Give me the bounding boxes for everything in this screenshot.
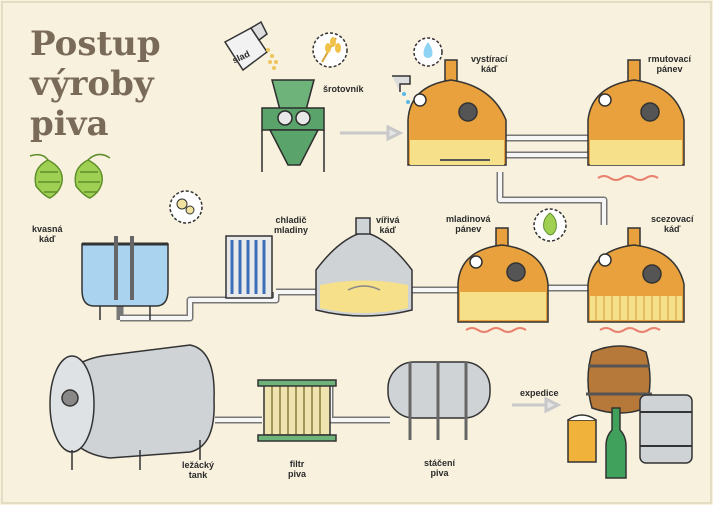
label-cooler-line2: mladiny: [274, 225, 309, 235]
label-cooler: chladič mladiny: [274, 215, 308, 235]
label-mill: šrotovník: [323, 84, 364, 94]
label-mash-tun-line2: káď: [481, 64, 498, 74]
label-lauter-tun-line1: scezovací: [651, 214, 694, 224]
wheat-icon: [312, 32, 348, 68]
label-filter: filtr piva: [288, 459, 306, 479]
label-mash-tun-line1: vystírací: [471, 54, 508, 64]
label-wort-pan: mladinová pánev: [446, 214, 491, 234]
whirlpool-tank: [315, 217, 413, 317]
flow-arrow: [340, 124, 562, 414]
label-whirlpool-line2: káď: [379, 225, 396, 235]
water-tap-icon: [392, 37, 443, 104]
beer-filter: [257, 379, 337, 442]
hops-icon: [29, 153, 111, 199]
malt-mill: [261, 79, 325, 172]
lager-tank: [49, 344, 215, 470]
label-bottling: stáčení piva: [424, 458, 455, 478]
label-expedition: expedice: [520, 388, 559, 398]
label-filter-line2: piva: [288, 469, 307, 479]
title-line-2: výroby: [30, 64, 154, 104]
label-cooler-line1: chladič: [275, 215, 307, 225]
mash-tun: [407, 59, 507, 166]
page-title: Postup výroby piva: [30, 24, 170, 144]
label-bottling-line2: piva: [430, 468, 449, 478]
beer-glass: [567, 414, 597, 463]
heat-wave: [599, 327, 661, 333]
yeast-icon: [169, 190, 203, 224]
label-lauter-tun-line2: káď: [664, 224, 681, 234]
label-filter-line1: filtr: [289, 459, 305, 469]
label-whirlpool-line1: vířivá: [376, 215, 400, 225]
fermentation-vessel: [81, 236, 169, 320]
heat-wave: [597, 175, 659, 181]
label-bottling-line1: stáčení: [424, 458, 456, 468]
wort-pan: [457, 227, 549, 323]
label-fermenter-line2: káď: [39, 234, 56, 244]
beer-bottle: [605, 407, 627, 479]
label-fermenter: kvasná káď: [32, 224, 63, 244]
label-whirlpool: vířivá káď: [376, 215, 400, 235]
label-mash-pan: rmutovací pánev: [648, 54, 691, 74]
mash-pan: [587, 59, 685, 166]
wort-cooler: [225, 235, 273, 299]
title-line-3: piva: [30, 104, 109, 144]
label-mash-pan-line2: pánev: [656, 64, 683, 74]
bottling-tank: [387, 361, 491, 440]
heat-wave: [465, 327, 527, 333]
label-fermenter-line1: kvasná: [32, 224, 63, 234]
label-wort-pan-line1: mladinová: [446, 214, 491, 224]
label-lager-tank-line1: ležácký: [182, 460, 215, 470]
lauter-tun: [587, 227, 685, 323]
title-line-1: Postup: [30, 24, 161, 64]
label-lager-tank-line2: tank: [188, 470, 208, 480]
label-wort-pan-line2: pánev: [455, 224, 482, 234]
hops-cone-icon: [533, 208, 567, 242]
beer-keg: [639, 394, 693, 464]
label-lager-tank: ležácký tank: [182, 460, 214, 480]
malt-sack-icon: [223, 20, 278, 72]
label-lauter-tun: scezovací káď: [651, 214, 694, 234]
label-mash-pan-line1: rmutovací: [648, 54, 692, 64]
label-mash-tun: vystírací káď: [471, 54, 508, 74]
